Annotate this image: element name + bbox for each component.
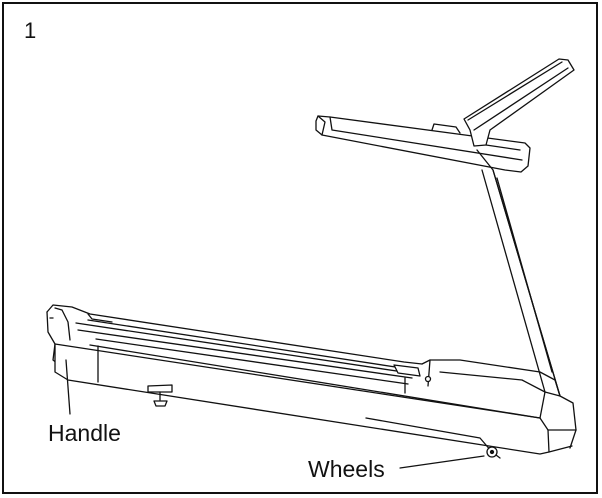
wheels-label: Wheels [308, 456, 385, 482]
upright [476, 149, 577, 449]
wheels-leader-line [399, 455, 485, 469]
step-number: 1 [24, 18, 37, 43]
leveling-foot [147, 384, 173, 407]
handle-leader-line [65, 359, 71, 415]
rail-details [87, 313, 421, 394]
treadmill-frame [46, 304, 577, 455]
wheel-assembly [365, 417, 501, 459]
console-crossbar [315, 115, 531, 173]
handle-label: Handle [48, 420, 121, 446]
console-arm [463, 58, 575, 151]
